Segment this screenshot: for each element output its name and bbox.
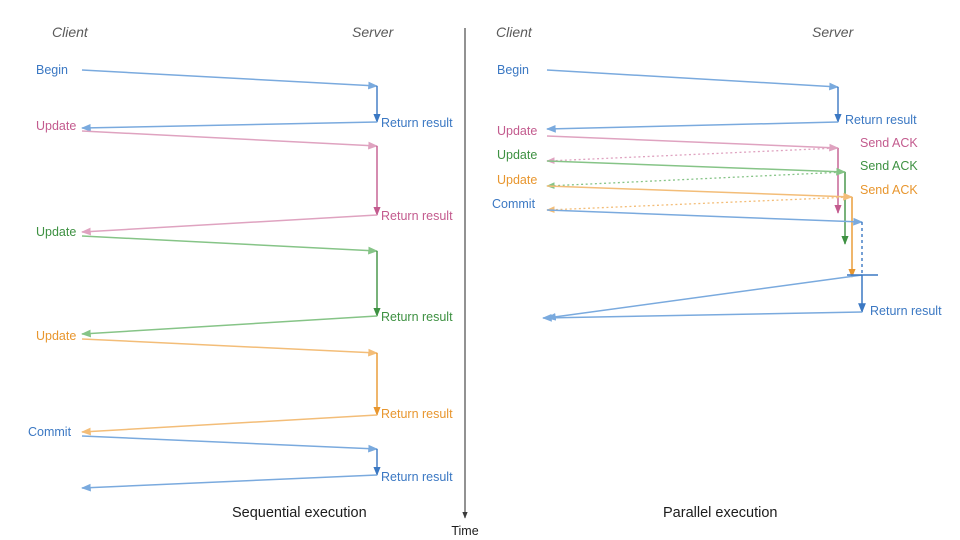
request-arrow [546,185,853,201]
time-axis-label: Time [451,524,478,538]
request-arrow [81,69,378,90]
message-label: Update [497,124,537,138]
message-label: Update [36,119,76,133]
response-label: Send ACK [860,159,918,173]
message-label: Update [497,173,537,187]
response-arrow [81,474,378,492]
request-arrow [546,160,846,176]
message-label: Begin [36,63,68,77]
request-arrow [81,338,378,357]
response-label: Return result [381,209,453,223]
response-arrow [81,414,378,436]
message-label: Update [497,148,537,162]
response-label: Send ACK [860,136,918,150]
actor-label-client: Client [496,24,533,40]
response-arrow [81,214,378,236]
response-arrow [546,121,839,133]
request-arrow [81,235,378,255]
message-label: Update [36,329,76,343]
request-arrow [546,135,839,152]
final-response-arrow [542,311,863,322]
response-label: Return result [870,304,942,318]
ack-arrow [546,196,853,214]
request-arrow [81,435,378,453]
response-label: Return result [381,116,453,130]
message-label: Commit [28,425,72,439]
actor-label-server: Server [812,24,855,40]
response-arrow [81,315,378,338]
actor-label-client: Client [52,24,89,40]
ack-arrow [546,147,839,165]
request-arrow [546,69,839,91]
response-label: Send ACK [860,183,918,197]
response-label: Return result [381,470,453,484]
message-label: Update [36,225,76,239]
time-axis: Time [451,28,479,538]
actor-label-server: Server [352,24,395,40]
request-arrow [81,130,378,150]
request-arrow [546,209,863,226]
response-arrow [81,121,378,132]
message-label: Commit [492,197,536,211]
response-arrow [546,274,863,321]
message-label: Begin [497,63,529,77]
panel-caption: Parallel execution [663,505,777,521]
ack-arrow [546,171,846,190]
response-label: Return result [381,407,453,421]
panel-caption: Sequential execution [232,505,367,521]
response-label: Return result [845,113,917,127]
response-label: Return result [381,310,453,324]
